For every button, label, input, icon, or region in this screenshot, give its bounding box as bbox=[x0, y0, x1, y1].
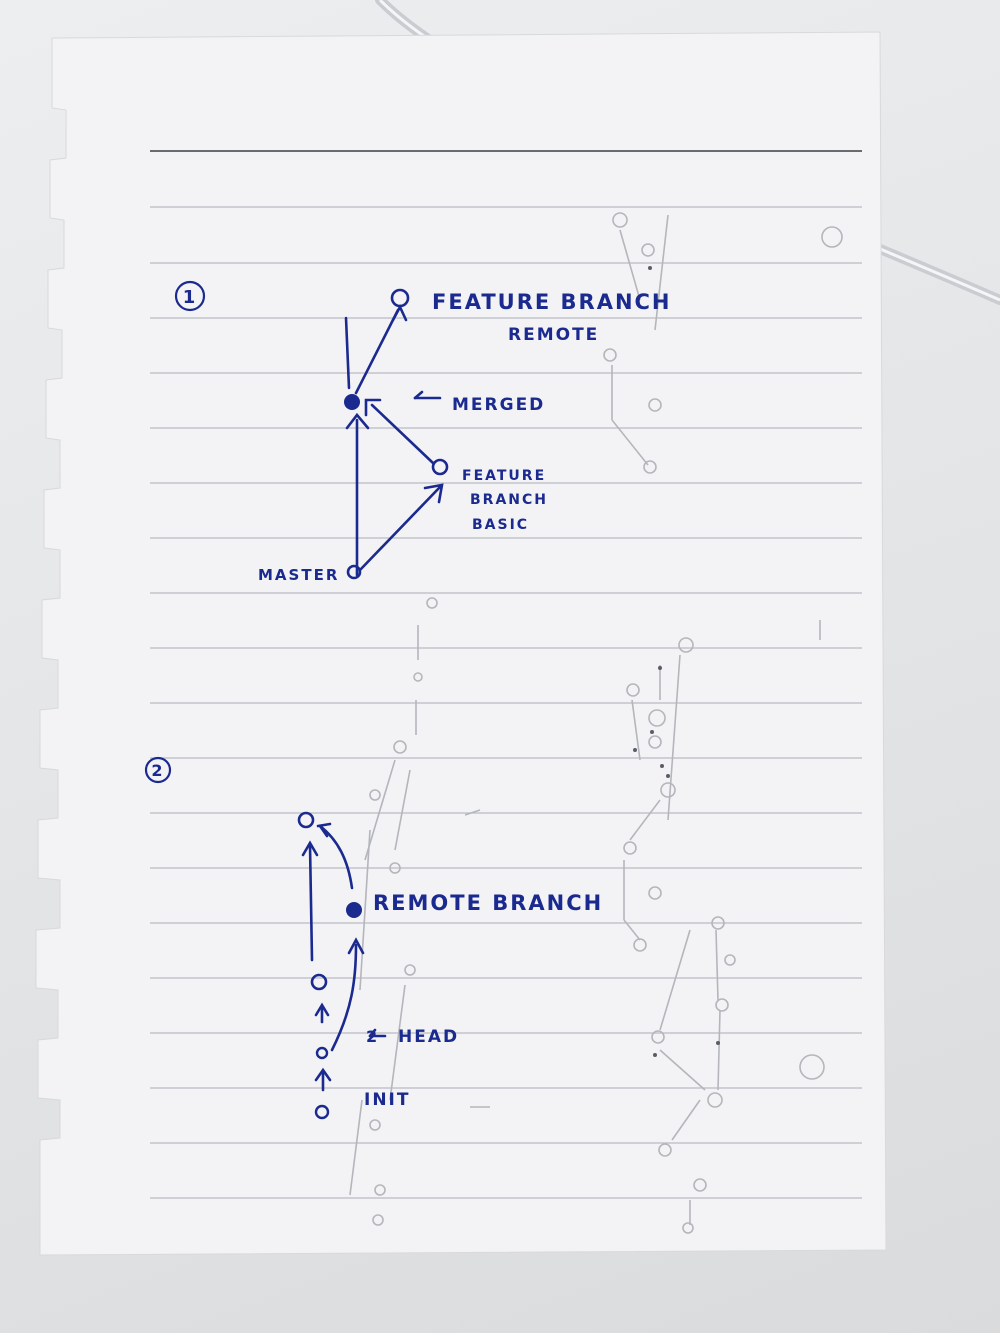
diagram-1-number: 1 bbox=[183, 287, 198, 308]
commit-feature-basic bbox=[431, 458, 449, 476]
label-master: MASTER bbox=[258, 566, 339, 584]
commit-head bbox=[315, 1046, 329, 1060]
bleed-through-marks bbox=[349, 212, 843, 1234]
diagram-1-edges bbox=[344, 304, 444, 577]
commit-remote-branch bbox=[346, 902, 362, 918]
commit-merged bbox=[344, 394, 360, 410]
diagram-2-number: 2 bbox=[151, 761, 164, 780]
diagram-1: 1 FEATURE BRANCH REMOTE MERGED FEATURE B… bbox=[174, 280, 672, 584]
commit-mid bbox=[310, 973, 328, 991]
label-feature-basic-line1: FEATURE bbox=[462, 468, 546, 484]
diagram-2-number-circle bbox=[144, 756, 172, 784]
label-head: HEAD bbox=[398, 1027, 459, 1047]
diagram-2-edges bbox=[301, 822, 387, 1092]
bleed-through-dots bbox=[633, 266, 720, 1057]
label-feature-branch-remote-line2: REMOTE bbox=[508, 325, 599, 345]
label-feature-branch-remote-line1: FEATURE BRANCH bbox=[432, 290, 672, 314]
notebook-paper bbox=[35, 31, 887, 1256]
diagram-1-number-circle bbox=[174, 280, 206, 312]
label-init: INIT bbox=[364, 1090, 410, 1110]
diagram-2: 2 REMOTE BRANCH 2 HEAD INIT bbox=[144, 756, 603, 1120]
label-feature-basic-line2: BRANCH bbox=[470, 492, 548, 508]
label-feature-basic-line3: BASIC bbox=[472, 517, 529, 533]
label-remote-branch: REMOTE BRANCH bbox=[373, 891, 603, 915]
label-merged: MERGED bbox=[452, 395, 545, 415]
ruled-lines bbox=[150, 150, 862, 1199]
commit-top bbox=[297, 811, 315, 829]
label-step-two: 2 bbox=[366, 1027, 379, 1046]
commit-init bbox=[314, 1104, 330, 1120]
commit-feature-remote bbox=[390, 288, 410, 308]
commit-master bbox=[346, 564, 362, 580]
